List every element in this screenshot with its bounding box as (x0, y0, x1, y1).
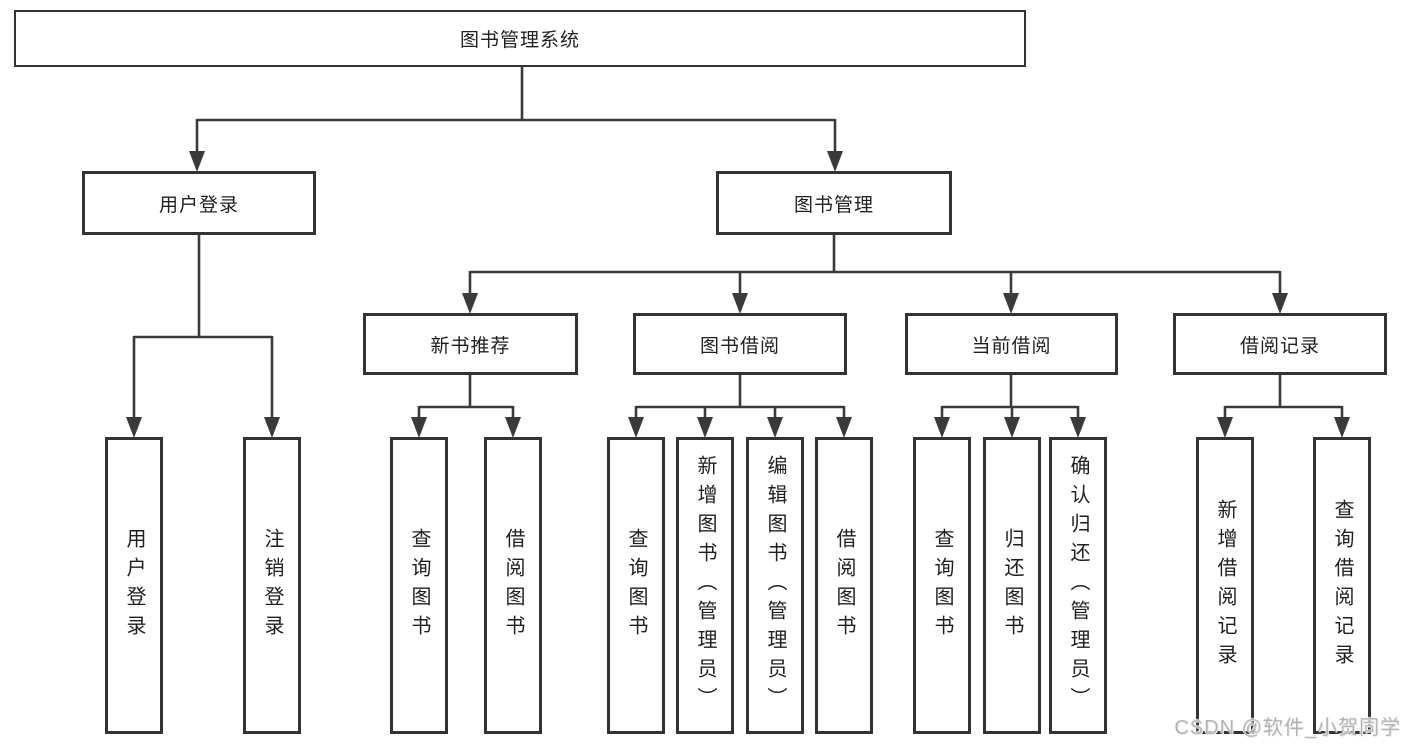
leaf-label: 用户登录 (123, 527, 145, 644)
leaf-label: 注销登录 (261, 527, 283, 644)
leaf-label: 归还图书 (1001, 527, 1023, 644)
leaf-label: 新增借阅记录 (1214, 498, 1236, 673)
node-label: 图书管理系统 (459, 30, 580, 51)
leaf-label: 编辑图书（管理员） (764, 455, 786, 716)
leaf-label: 查询图书 (931, 527, 953, 644)
node-new-book-recommend: 新书推荐 (363, 313, 578, 375)
leaf-label: 查询图书 (408, 527, 430, 644)
node-label: 图书借阅 (699, 335, 780, 357)
leaf-query-books: 查询图书 (607, 437, 665, 734)
csdn-watermark: CSDN @软件_小贺同学 (1174, 717, 1401, 739)
leaf-return-books: 归还图书 (983, 437, 1041, 734)
leaf-query-borrow-record: 查询借阅记录 (1313, 437, 1371, 734)
leaf-borrow-books: 借阅图书 (484, 437, 542, 734)
leaf-edit-books-admin: 编辑图书（管理员） (746, 437, 804, 734)
leaf-add-books-admin: 新增图书（管理员） (676, 437, 734, 734)
leaf-borrow-books: 借阅图书 (815, 437, 873, 734)
leaf-label: 新增图书（管理员） (694, 455, 716, 716)
node-book-borrowing: 图书借阅 (633, 313, 847, 375)
leaf-label: 借阅图书 (502, 527, 524, 644)
leaf-add-borrow-record: 新增借阅记录 (1196, 437, 1254, 734)
node-label: 图书管理 (793, 194, 874, 216)
node-label: 用户登录 (158, 194, 239, 216)
node-label: 借阅记录 (1239, 335, 1320, 357)
node-current-borrowing: 当前借阅 (905, 313, 1118, 375)
leaf-label: 查询借阅记录 (1331, 498, 1353, 673)
node-borrow-records: 借阅记录 (1173, 313, 1387, 375)
leaf-label: 查询图书 (625, 527, 647, 644)
leaf-logout: 注销登录 (243, 437, 301, 734)
leaf-confirm-return-admin: 确认归还（管理员） (1049, 437, 1107, 734)
node-label: 当前借阅 (971, 335, 1052, 357)
node-book-management: 图书管理 (716, 171, 952, 235)
node-library-management-system: 图书管理系统 (14, 10, 1026, 67)
leaf-label: 借阅图书 (833, 527, 855, 644)
node-label: 新书推荐 (430, 335, 511, 357)
leaf-query-books: 查询图书 (913, 437, 971, 734)
leaf-user-login: 用户登录 (105, 437, 163, 734)
node-user-login: 用户登录 (82, 171, 316, 235)
leaf-query-books: 查询图书 (390, 437, 448, 734)
leaf-label: 确认归还（管理员） (1067, 455, 1089, 716)
